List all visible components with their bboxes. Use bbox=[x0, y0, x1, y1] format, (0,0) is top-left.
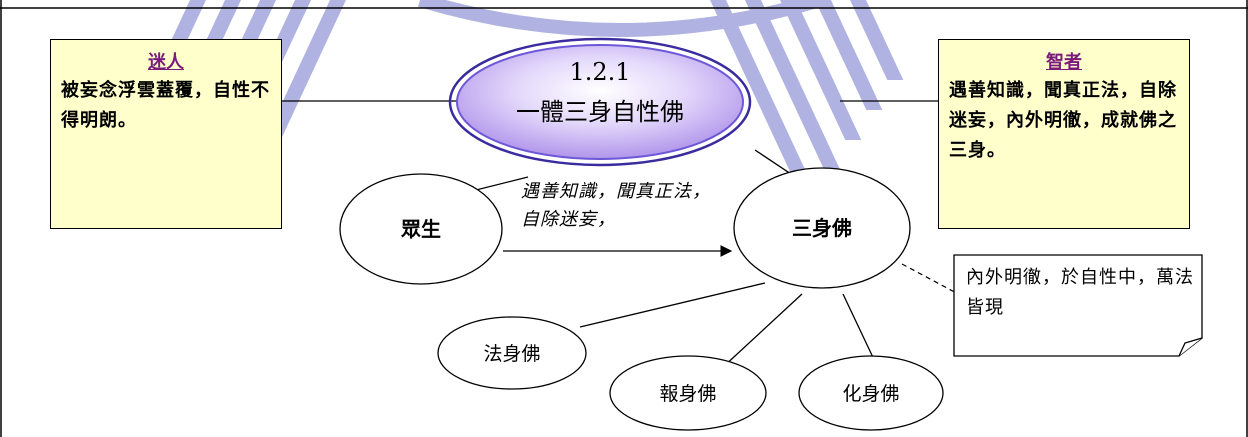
left-note-body: 被妄念浮雲蓋覆，自性不得明朗。 bbox=[61, 80, 270, 131]
node-sambhogakaya-label: 報身佛 bbox=[659, 383, 716, 405]
connector-sambhogakaya bbox=[721, 293, 803, 369]
right-note-title: 智者 bbox=[1046, 52, 1082, 73]
left-note-title: 迷人 bbox=[148, 52, 184, 73]
arrow-label: 遇善知識，聞真正法，自除迷妄， bbox=[521, 181, 711, 230]
callout-pointer bbox=[901, 263, 963, 297]
node-dharmakaya bbox=[437, 316, 587, 390]
node-sentient bbox=[339, 173, 503, 285]
right-note-box: 智者 遇善知識，聞真正法，自除迷妄，內外明徹，成就佛之三身。 bbox=[938, 39, 1190, 229]
center-title: 一體三身自性佛 bbox=[516, 98, 684, 126]
callout-fold bbox=[1178, 337, 1203, 357]
node-three-bodies-label: 三身佛 bbox=[792, 216, 852, 240]
callout-text: 內外明徹，於自性中，萬法皆現 bbox=[966, 267, 1194, 318]
node-sentient-label: 眾生 bbox=[400, 217, 441, 241]
center-id: 1.2.1 bbox=[569, 58, 630, 86]
connector-dharmakaya bbox=[579, 282, 766, 328]
node-nirmanakaya bbox=[798, 355, 944, 431]
node-dharmakaya-label: 法身佛 bbox=[483, 343, 540, 365]
node-sambhogakaya bbox=[609, 355, 767, 431]
left-note-box: 迷人 被妄念浮雲蓋覆，自性不得明朗。 bbox=[50, 39, 282, 229]
center-ellipse bbox=[456, 44, 744, 160]
node-three-bodies bbox=[733, 167, 911, 289]
node-nirmanakaya-label: 化身佛 bbox=[842, 383, 899, 405]
center-ellipse-outer bbox=[448, 37, 752, 167]
right-note-body: 遇善知識，聞真正法，自除迷妄，內外明徹，成就佛之三身。 bbox=[949, 80, 1177, 161]
